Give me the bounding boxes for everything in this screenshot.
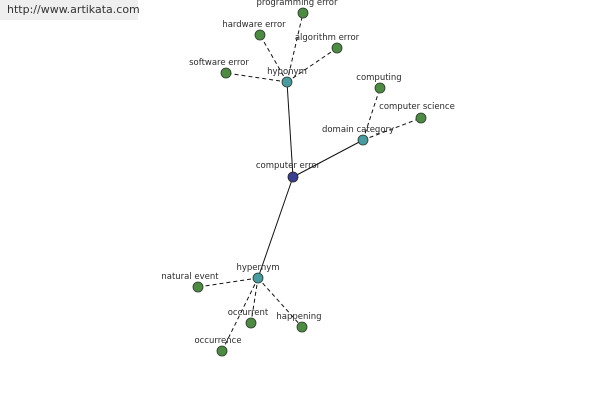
edge-hypernym-natural-event [197, 277, 259, 288]
edge-center-hypernym [257, 176, 294, 279]
url-banner[interactable]: http://www.artikata.com [0, 0, 140, 20]
node-programming-error[interactable]: programming error [257, 0, 338, 19]
label-domain-category: domain category [322, 125, 394, 135]
edge-hyponym-hardware-error [259, 34, 288, 83]
label-hardware-error: hardware error [222, 20, 286, 30]
edge-domain-computer-science [362, 117, 422, 141]
edge-center-hyponym [286, 81, 294, 178]
edge-hyponym-software-error [225, 72, 288, 83]
url-link[interactable]: http://www.artikata.com [7, 3, 140, 16]
node-hyponym[interactable]: hyponym [267, 67, 307, 88]
label-occurrent: occurrent [228, 308, 269, 318]
edge-hypernym-happening [257, 277, 303, 328]
edge-hyponym-programming-error [286, 12, 304, 83]
node-occurrence[interactable]: occurrence [194, 336, 242, 357]
node-hardware-error[interactable]: hardware error [222, 20, 286, 41]
label-programming-error: programming error [257, 0, 338, 8]
node-occurrent[interactable]: occurrent [228, 308, 269, 329]
node-hypernym[interactable]: hypernym [236, 263, 280, 284]
node-natural-event[interactable]: natural event [161, 272, 219, 293]
label-algorithm-error: algorithm error [295, 33, 360, 43]
node-happening[interactable]: happening [276, 312, 322, 333]
label-software-error: software error [189, 58, 249, 68]
edge-hyponym-algorithm-error [286, 47, 338, 83]
node-algorithm-error[interactable]: algorithm error [295, 33, 360, 54]
label-computer-science: computer science [379, 102, 455, 112]
node-software-error[interactable]: software error [189, 58, 249, 79]
label-natural-event: natural event [161, 272, 219, 282]
node-computing[interactable]: computing [356, 73, 402, 94]
label-occurrence: occurrence [194, 336, 241, 346]
edge-domain-computing [362, 87, 381, 141]
label-hyponym: hyponym [267, 67, 307, 77]
label-hypernym: hypernym [236, 263, 279, 273]
node-computer-error[interactable]: computer error [256, 161, 321, 183]
edge-center-domain-category [292, 139, 364, 178]
edge-hypernym-occurrent [250, 277, 259, 324]
label-computing: computing [356, 73, 401, 83]
node-domain-category[interactable]: domain category [322, 125, 394, 146]
label-happening: happening [276, 312, 321, 322]
node-computer-science[interactable]: computer science [379, 102, 455, 124]
label-computer-error: computer error [256, 161, 321, 171]
